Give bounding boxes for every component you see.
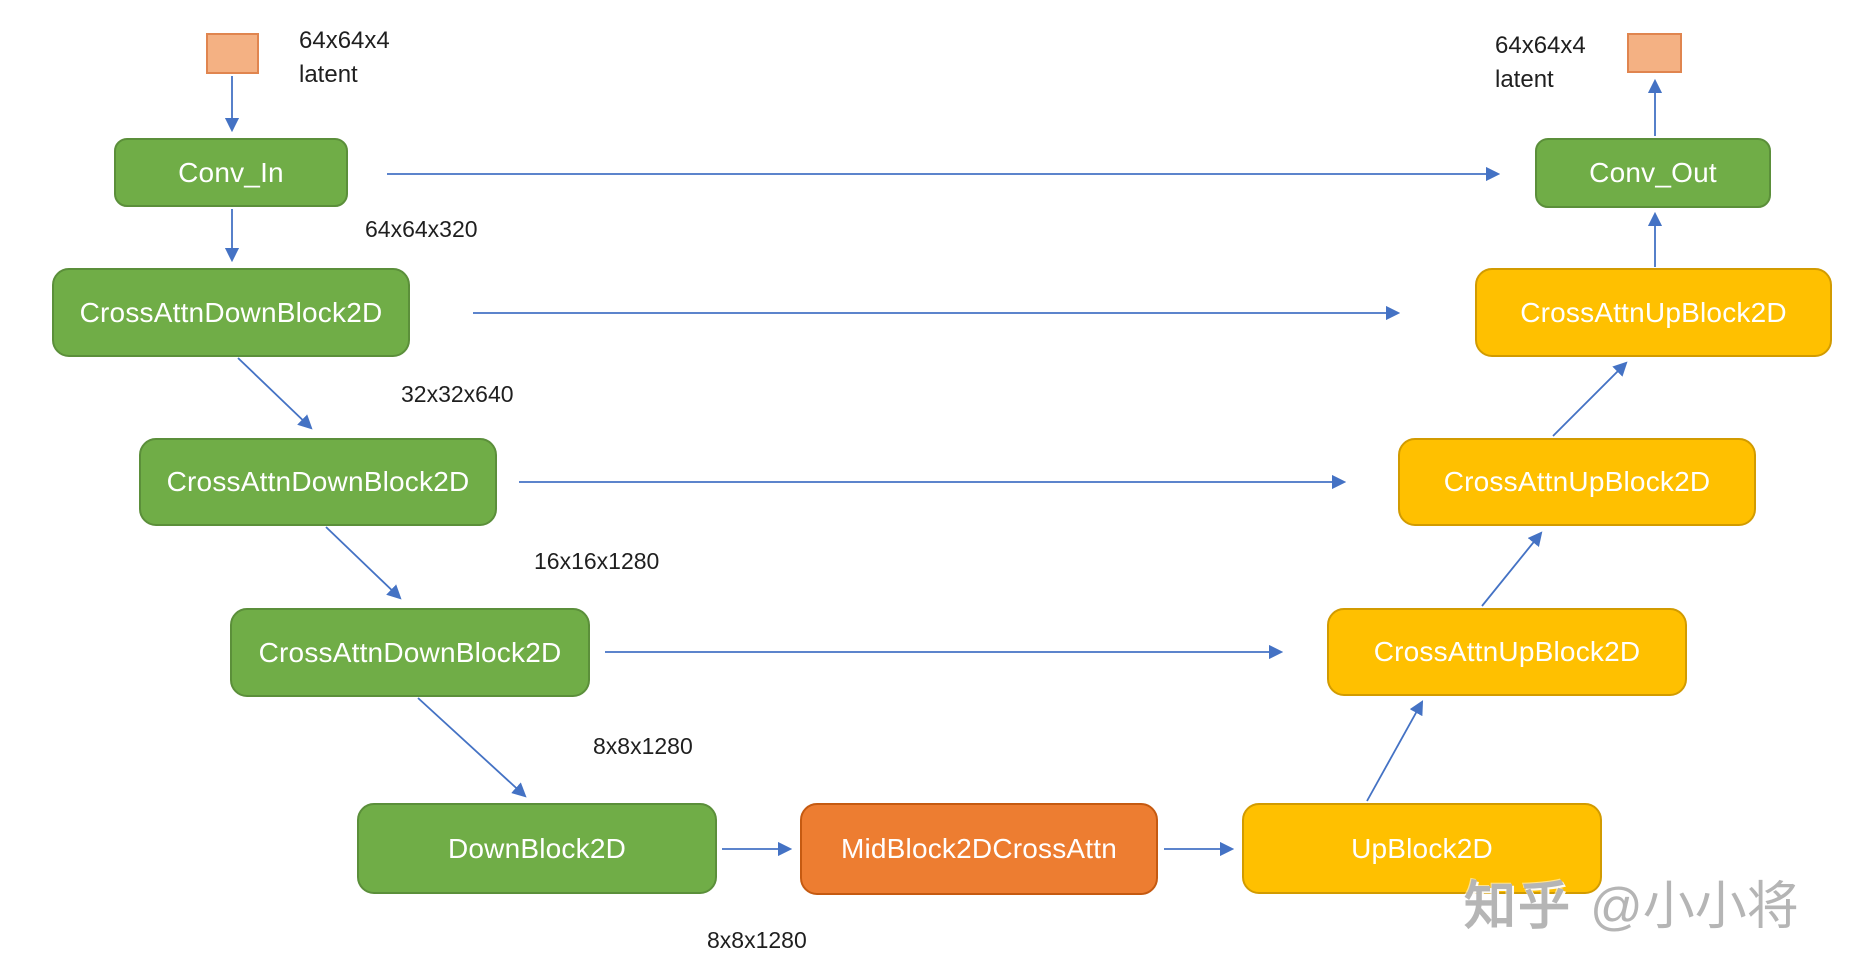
latent-input-box [206, 33, 259, 74]
arrow-up2-to-up1 [1552, 361, 1628, 437]
node-crossattn-downblock-2: CrossAttnDownBlock2D [139, 438, 497, 526]
dim-label-8x8x1280-lower: 8x8x1280 [707, 927, 807, 953]
arrow-down3-to-down4 [417, 697, 527, 798]
dim-label-16x16x1280: 16x16x1280 [534, 548, 660, 574]
node-crossattn-upblock-1: CrossAttnUpBlock2D [1475, 268, 1832, 357]
arrow-up3-to-up2 [1481, 531, 1543, 607]
node-conv-out: Conv_Out [1535, 138, 1771, 208]
node-crossattn-downblock-3: CrossAttnDownBlock2D [230, 608, 590, 697]
dim-label-8x8x1280-upper: 8x8x1280 [593, 733, 693, 759]
latent-output-word: latent [1495, 66, 1554, 93]
node-midblock-crossattn: MidBlock2DCrossAttn [800, 803, 1158, 895]
node-upblock: UpBlock2D [1242, 803, 1602, 894]
zhihu-watermark: 知乎 @小小将 [1464, 864, 1799, 939]
latent-output-dims: 64x64x4 [1495, 32, 1586, 59]
latent-input-dims: 64x64x4 [299, 27, 390, 54]
arrow-up4-to-up3 [1366, 700, 1424, 802]
latent-input-word: latent [299, 61, 358, 88]
latent-output-label: 64x64x4 latent [1495, 29, 1586, 97]
arrow-down1-to-down2 [237, 357, 313, 430]
dim-label-32x32x640: 32x32x640 [401, 381, 514, 407]
node-downblock: DownBlock2D [357, 803, 717, 894]
dim-label-64x64x320: 64x64x320 [365, 216, 478, 242]
zhihu-author-handle: @小小将 [1590, 878, 1799, 936]
node-conv-in: Conv_In [114, 138, 348, 207]
latent-output-box [1627, 33, 1682, 73]
node-crossattn-upblock-2: CrossAttnUpBlock2D [1398, 438, 1756, 526]
arrow-down2-to-down3 [325, 526, 402, 600]
latent-input-label: 64x64x4 latent [299, 24, 390, 92]
zhihu-logo-text: 知乎 [1464, 878, 1573, 936]
node-crossattn-upblock-3: CrossAttnUpBlock2D [1327, 608, 1687, 696]
node-crossattn-downblock-1: CrossAttnDownBlock2D [52, 268, 410, 357]
